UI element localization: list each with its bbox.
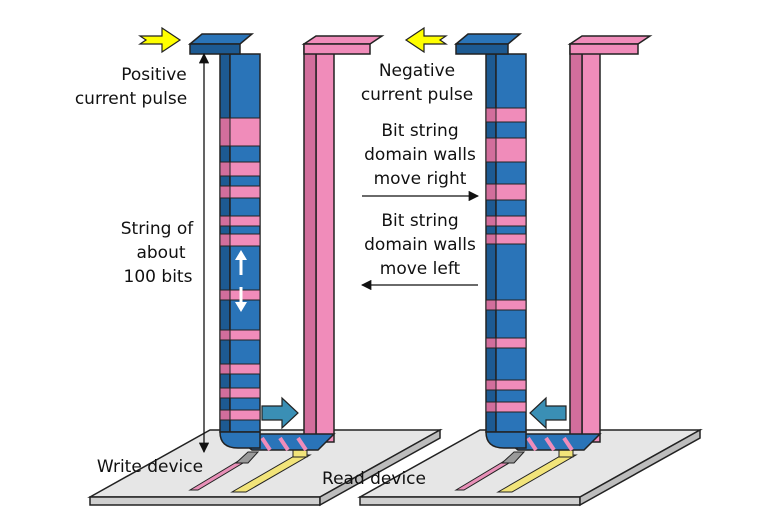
write-device-label: Write device bbox=[97, 457, 203, 477]
arrow-right-icon bbox=[138, 26, 182, 54]
move-left-label-1: Bit string bbox=[381, 211, 458, 231]
arrow-up-icon bbox=[235, 250, 247, 275]
negative-pulse-label-2: current pulse bbox=[361, 85, 473, 105]
move-left-label-3: move left bbox=[380, 259, 461, 279]
right-track bbox=[453, 33, 653, 452]
right-track-back-arm bbox=[581, 43, 601, 443]
shift-right-arrow-icon bbox=[261, 396, 299, 430]
right-read-device bbox=[496, 447, 578, 493]
left-substrate bbox=[87, 428, 443, 507]
right-substrate bbox=[357, 428, 703, 507]
left-track-front-arm bbox=[219, 53, 261, 449]
move-right-label-2: domain walls bbox=[364, 145, 476, 165]
move-left-label-2: domain walls bbox=[364, 235, 476, 255]
arrow-left-icon bbox=[404, 26, 448, 54]
move-right-label-3: move right bbox=[374, 169, 467, 189]
left-track-back-arm bbox=[315, 43, 335, 443]
string-label-2: about bbox=[136, 243, 185, 263]
positive-pulse-label-1: Positive bbox=[121, 65, 187, 85]
negative-pulse-label-1: Negative bbox=[379, 61, 455, 81]
read-device-label: Read device bbox=[322, 469, 426, 489]
left-track bbox=[187, 33, 385, 452]
arrow-down-icon bbox=[235, 287, 247, 312]
string-label-1: String of bbox=[121, 219, 195, 239]
left-write-device bbox=[188, 451, 260, 491]
right-write-device bbox=[454, 451, 526, 491]
positive-pulse-label-2: current pulse bbox=[75, 89, 187, 109]
move-right-label-1: Bit string bbox=[381, 121, 458, 141]
string-label-3: 100 bits bbox=[124, 267, 193, 287]
shift-left-arrow-icon bbox=[529, 396, 567, 430]
right-track-front-arm bbox=[485, 53, 527, 449]
